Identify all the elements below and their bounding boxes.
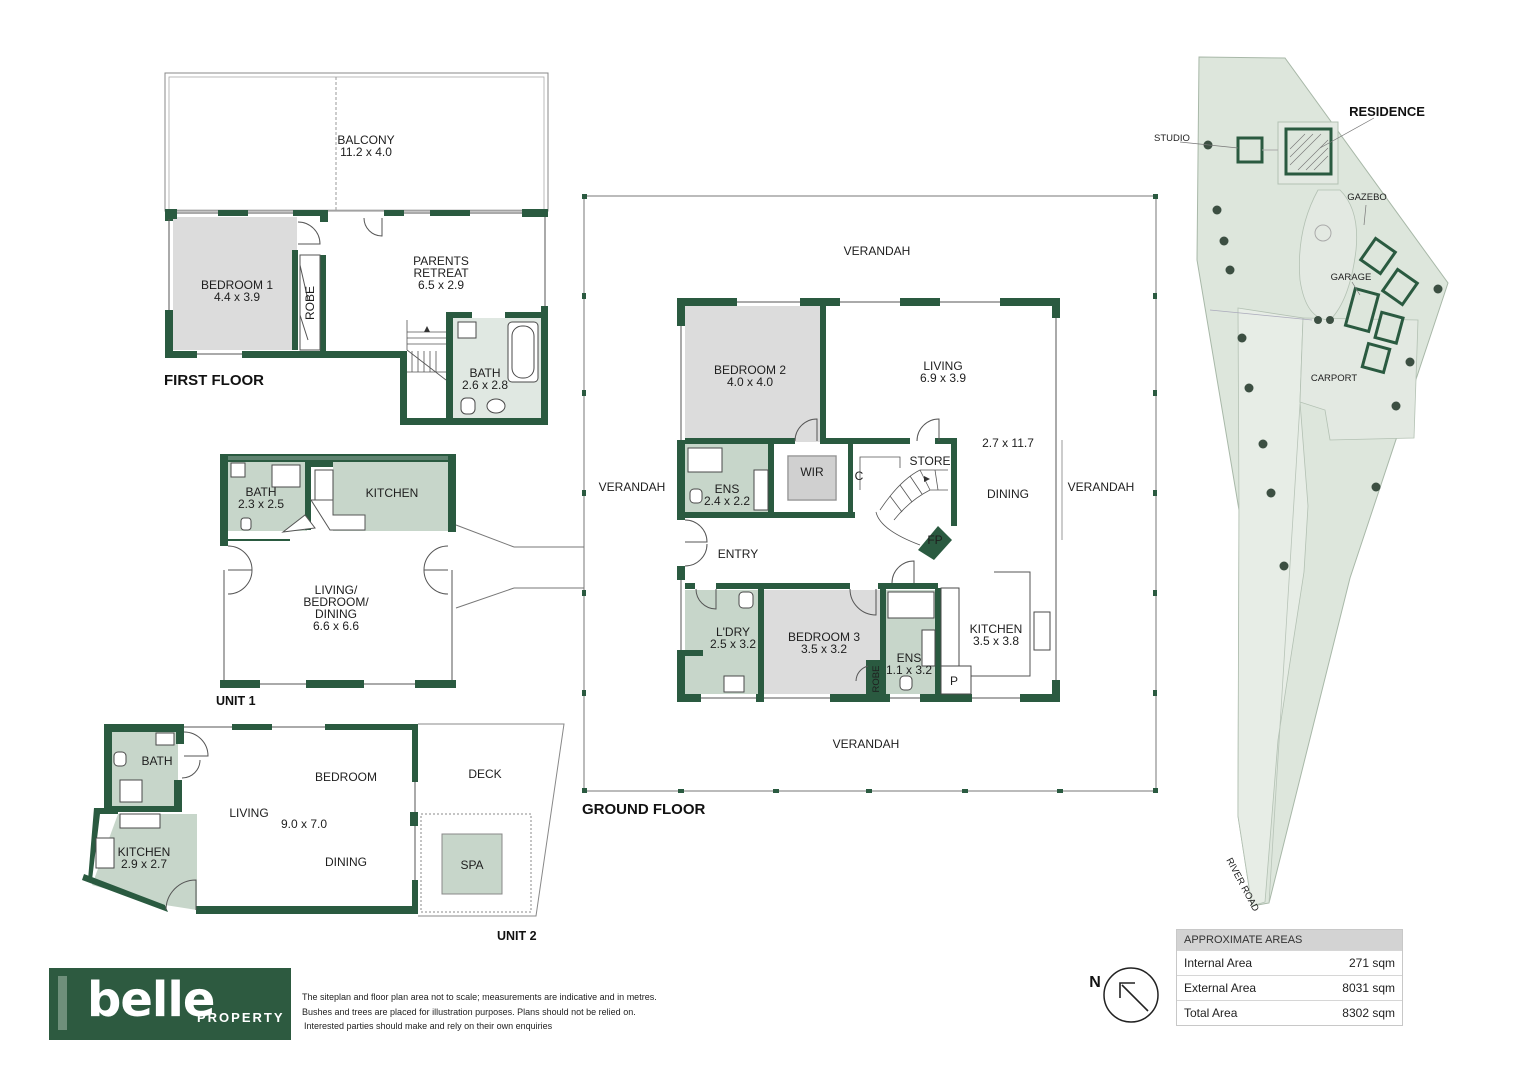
parents-retreat-label-2: RETREAT <box>413 266 469 280</box>
ens2-label: ENS <box>897 651 922 665</box>
verandah-right-label: VERANDAH <box>1068 480 1135 494</box>
gf-robe-label: ROBE <box>871 666 882 693</box>
disclaimer-line-3: Interested parties should make and rely … <box>304 1021 553 1031</box>
carport-label: CARPORT <box>1311 373 1357 384</box>
unit1-living-label-3: DINING <box>315 607 357 621</box>
areas-row-value: 8302 sqm <box>1342 1006 1395 1020</box>
pantry-label: P <box>950 674 958 688</box>
laundry-dims: 2.5 x 3.2 <box>710 637 756 651</box>
ens1-label: ENS <box>715 482 740 496</box>
north-label: N <box>1089 974 1101 991</box>
logo-brand-property: PROPERTY <box>197 1010 285 1025</box>
areas-row-value: 8031 sqm <box>1342 981 1395 995</box>
unit1-title: UNIT 1 <box>216 694 256 708</box>
unit2-kitchen-dims: 2.9 x 2.7 <box>121 857 167 871</box>
compass-circle <box>1103 967 1159 1023</box>
balcony-label: BALCONY <box>337 133 394 147</box>
unit2-plan: BATH BEDROOM LIVING 9.0 x 7.0 DINING KIT… <box>82 723 565 943</box>
ens2-dims: 1.1 x 3.2 <box>886 663 932 677</box>
ff-bath-label: BATH <box>469 366 500 380</box>
belle-property-logo: belle PROPERTY <box>49 968 291 1040</box>
unit2-bath-label: BATH <box>141 754 172 768</box>
parents-retreat-dims: 6.5 x 2.9 <box>418 278 464 292</box>
studio-label: STUDIO <box>1154 133 1190 144</box>
areas-row-value: 271 sqm <box>1348 956 1395 970</box>
areas-row: Total Area 8302 sqm <box>1177 1000 1402 1025</box>
north-arrow-icon <box>1121 984 1149 1012</box>
verandah-top-label: VERANDAH <box>844 244 911 258</box>
garage-label: GARAGE <box>1331 272 1372 283</box>
areas-row-label: Internal Area <box>1184 956 1253 970</box>
unit1-living-label-1: LIVING/ <box>315 583 358 597</box>
logo-brand: belle <box>87 972 215 1028</box>
ground-floor-title: GROUND FLOOR <box>582 801 705 818</box>
compass: N <box>1089 967 1159 1023</box>
parents-retreat-label-1: PARENTS <box>413 254 469 268</box>
cupboard-label: C <box>855 469 864 483</box>
bedroom1-dims: 4.4 x 3.9 <box>214 290 260 304</box>
verandah-bottom-label: VERANDAH <box>833 737 900 751</box>
bedroom2-dims: 4.0 x 4.0 <box>727 375 773 389</box>
approximate-areas-table: APPROXIMATE AREAS Internal Area 271 sqm … <box>1176 929 1403 1026</box>
unit1-kitchen-label: KITCHEN <box>366 486 419 500</box>
gf-living-dims: 6.9 x 3.9 <box>920 371 966 385</box>
laundry-label: L'DRY <box>716 625 750 639</box>
gf-kitchen-label: KITCHEN <box>970 622 1023 636</box>
bedroom1-label: BEDROOM 1 <box>201 278 273 292</box>
disclaimer: The siteplan and floor plan area not to … <box>302 990 722 1034</box>
gazebo-label: GAZEBO <box>1347 192 1387 203</box>
site-plan: STUDIO RESIDENCE GAZEBO GARAGE CARPORT R… <box>1154 56 1449 914</box>
residence-label: RESIDENCE <box>1349 104 1425 119</box>
disclaimer-line-2: Bushes and trees are placed for illustra… <box>302 1006 636 1017</box>
entry-label: ENTRY <box>718 547 758 561</box>
gf-living-label: LIVING <box>923 359 962 373</box>
unit2-title: UNIT 2 <box>497 929 537 943</box>
dining-label: DINING <box>987 487 1029 501</box>
wir-label: WIR <box>800 465 824 479</box>
ground-floor-plan: VERANDAH VERANDAH VERANDAH VERANDAH BEDR… <box>582 194 1158 818</box>
areas-row: Internal Area 271 sqm <box>1177 950 1402 975</box>
fireplace-label: FP <box>927 533 942 547</box>
areas-row-label: Total Area <box>1184 1006 1238 1020</box>
unit1-living-dims: 6.6 x 6.6 <box>313 619 359 633</box>
unit2-deck-label: DECK <box>468 767 501 781</box>
unit2-spa-label: SPA <box>460 858 483 872</box>
ens1-dims: 2.4 x 2.2 <box>704 494 750 508</box>
robe-label: ROBE <box>303 286 317 320</box>
store-label: STORE <box>909 454 950 468</box>
unit2-dining-label: DINING <box>325 855 367 869</box>
bedroom3-label: BEDROOM 3 <box>788 630 860 644</box>
disclaimer-line-1: The siteplan and floor plan area not to … <box>302 992 657 1002</box>
first-floor-title: FIRST FLOOR <box>164 372 264 389</box>
first-floor-plan: BALCONY 11.2 x 4.0 BEDROOM 1 4.4 x 3.9 R… <box>164 72 549 425</box>
unit1-bath-label: BATH <box>245 485 276 499</box>
logo-bar <box>58 976 67 1030</box>
dining-dims: 2.7 x 11.7 <box>982 436 1034 450</box>
areas-row: External Area 8031 sqm <box>1177 975 1402 1000</box>
unit1-plan: BATH 2.3 x 2.5 KITCHEN LIVING/ BEDROOM/ … <box>216 454 584 708</box>
bedroom3-dims: 3.5 x 3.2 <box>801 642 847 656</box>
unit2-bedroom-label: BEDROOM <box>315 770 377 784</box>
areas-header: APPROXIMATE AREAS <box>1177 930 1402 950</box>
areas-row-label: External Area <box>1184 981 1257 995</box>
bedroom2-label: BEDROOM 2 <box>714 363 786 377</box>
unit2-dims: 9.0 x 7.0 <box>281 817 327 831</box>
unit2-living-label: LIVING <box>229 806 268 820</box>
verandah-left-label: VERANDAH <box>599 480 666 494</box>
gf-kitchen-dims: 3.5 x 3.8 <box>973 634 1019 648</box>
unit1-living-label-2: BEDROOM/ <box>303 595 369 609</box>
balcony-dims: 11.2 x 4.0 <box>340 145 392 159</box>
unit2-kitchen-label: KITCHEN <box>118 845 171 859</box>
unit1-bath-dims: 2.3 x 2.5 <box>238 497 284 511</box>
ff-bath-dims: 2.6 x 2.8 <box>462 378 508 392</box>
